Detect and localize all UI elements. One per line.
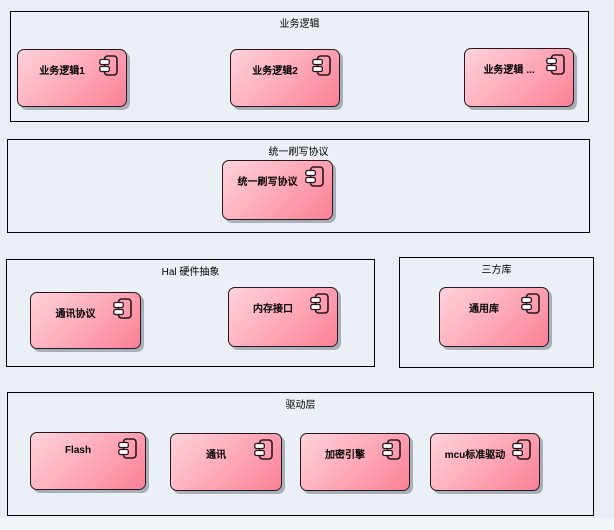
uml-component-icon <box>512 439 531 460</box>
uml-component-icon <box>305 166 324 187</box>
component-business-logic-2[interactable]: 业务逻辑2 <box>230 49 340 107</box>
component-label: 通讯协议 <box>55 309 96 320</box>
package-title: 驱动层 <box>285 400 316 411</box>
component-mcu-standard-driver[interactable]: mcu标准驱动 <box>430 433 540 491</box>
component-memory-interface[interactable]: 内存接口 <box>228 287 338 347</box>
canvas-bottom-margin <box>0 518 614 530</box>
package-title: Hal 硬件抽象 <box>161 267 220 278</box>
component-label: 内存接口 <box>253 304 293 315</box>
component-label: 业务逻辑2 <box>252 66 298 77</box>
component-flash[interactable]: Flash <box>30 432 146 490</box>
component-label: 统一刷写协议 <box>237 177 298 188</box>
package-title: 三方库 <box>481 265 512 276</box>
component-comm-protocol[interactable]: 通讯协议 <box>30 292 141 349</box>
component-label: 业务逻辑 ... <box>483 65 535 76</box>
uml-component-icon <box>521 293 540 314</box>
component-label: mcu标准驱动 <box>444 450 506 461</box>
component-crypto-engine[interactable]: 加密引擎 <box>300 433 410 491</box>
component-label: Flash <box>64 445 92 456</box>
component-business-logic-1[interactable]: 业务逻辑1 <box>17 49 127 107</box>
component-business-logic-more[interactable]: 业务逻辑 ... <box>464 48 574 107</box>
uml-component-icon <box>546 54 565 75</box>
uml-component-icon <box>382 439 401 460</box>
component-common-library[interactable]: 通用库 <box>439 287 549 347</box>
package-title: 业务逻辑 <box>279 19 320 30</box>
uml-component-icon <box>312 55 331 76</box>
uml-component-icon <box>254 439 273 460</box>
uml-component-icon <box>310 293 329 314</box>
uml-component-icon <box>113 298 132 319</box>
package-title: 统一刷写协议 <box>268 147 329 158</box>
component-communication[interactable]: 通讯 <box>170 433 282 491</box>
component-unified-flash-protocol[interactable]: 统一刷写协议 <box>222 160 333 220</box>
component-label: 加密引擎 <box>325 450 365 461</box>
component-label: 通用库 <box>469 304 499 315</box>
uml-component-icon <box>99 55 118 76</box>
uml-component-icon <box>118 438 137 459</box>
component-label: 通讯 <box>206 450 226 461</box>
component-label: 业务逻辑1 <box>39 66 85 77</box>
